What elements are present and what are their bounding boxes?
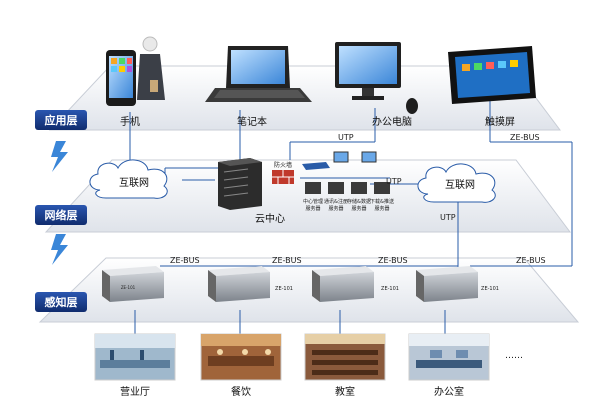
server-rack-icon xyxy=(218,158,262,210)
venue-dining xyxy=(200,333,282,381)
zebus-bottom-mid-label: ZE-BUS xyxy=(272,256,302,265)
cloud-icon xyxy=(89,159,168,199)
server-1-label-line2: 服务器 xyxy=(305,205,320,212)
venue-office-label: 办公室 xyxy=(434,385,464,398)
venue-classroom xyxy=(304,333,386,381)
server-4-label-line1: 下载&推送 xyxy=(370,198,394,205)
perception-layer-tag: 感知层 xyxy=(35,292,87,312)
desktop-device xyxy=(335,42,418,114)
server-2: 通讯&注册 服务器 xyxy=(324,182,348,212)
person-body-icon xyxy=(137,54,165,100)
venue-office xyxy=(408,333,490,381)
phone-label: 手机 xyxy=(120,115,140,128)
module-1: ZE-101 xyxy=(102,266,164,302)
server-rack xyxy=(218,158,262,210)
shopping-bag-icon xyxy=(150,80,158,92)
controller-module-icon xyxy=(312,266,374,276)
wireless-lightning-icon xyxy=(51,234,68,265)
venue-hall xyxy=(94,333,176,381)
controller-module-icon xyxy=(102,266,164,276)
tablet-device xyxy=(448,46,536,104)
network-layer-tag: 网络层 xyxy=(35,205,87,225)
internet-right-cloud: 互联网 xyxy=(417,163,496,203)
cloud-icon xyxy=(417,163,496,203)
cloud-center-label: 云中心 xyxy=(255,212,285,225)
server-3-label-line2: 服务器 xyxy=(351,205,366,212)
server-icon xyxy=(374,182,390,194)
module-1-label: ZE-101 xyxy=(121,285,136,290)
internet-left-label: 互联网 xyxy=(119,177,149,189)
zebus-bottom-left-label: ZE-BUS xyxy=(170,256,200,265)
module-2: ZE-101 xyxy=(208,266,293,302)
laptop-label: 笔记本 xyxy=(237,115,267,128)
server-2-label-line1: 通讯&注册 xyxy=(324,198,348,205)
server-3: 存储&数据 服务器 xyxy=(347,182,371,212)
internet-left-cloud: 互联网 xyxy=(89,159,168,199)
desktop-label: 办公电脑 xyxy=(372,115,412,128)
firewall-label: 防火墙 xyxy=(274,161,292,169)
zebus-bottom-mid2-label: ZE-BUS xyxy=(378,256,408,265)
server-icon xyxy=(351,182,367,194)
phone-device xyxy=(106,36,165,106)
mouse-icon xyxy=(406,98,418,114)
admin-monitors xyxy=(333,151,377,163)
controller-module-icon xyxy=(416,266,478,276)
venue-hall-label: 营业厅 xyxy=(120,385,150,398)
monitor-icon xyxy=(361,151,377,163)
utp-mid-label: UTP xyxy=(386,177,402,186)
server-4-label-line2: 服务器 xyxy=(374,205,389,212)
controller-module-icon xyxy=(208,266,270,276)
utp-right-label: UTP xyxy=(440,213,456,222)
laptop-device xyxy=(205,46,312,102)
tablet-label: 触摸屏 xyxy=(485,115,515,128)
venue-dining-label: 餐饮 xyxy=(231,385,251,398)
perception-layer-label: 感知层 xyxy=(45,295,78,309)
venue-classroom-label: 教室 xyxy=(335,385,355,398)
server-icon xyxy=(328,182,344,194)
server-1: 中心管理 服务器 xyxy=(303,182,323,212)
module-3-label: ZE-101 xyxy=(381,286,399,292)
module-3: ZE-101 xyxy=(312,266,399,302)
server-1-label-line1: 中心管理 xyxy=(303,198,323,205)
server-icon xyxy=(305,182,321,194)
module-4-label: ZE-101 xyxy=(481,286,499,292)
venue-more-ellipsis: …… xyxy=(505,351,523,361)
server-4: 下载&推送 服务器 xyxy=(370,182,394,212)
application-layer-label: 应用层 xyxy=(45,113,78,127)
wireless-lightning-icon xyxy=(51,141,68,172)
switch-icon xyxy=(302,162,330,170)
zebus-top-label: ZE-BUS xyxy=(510,133,540,142)
firewall: 防火墙 xyxy=(272,161,294,184)
module-4: ZE-101 xyxy=(416,266,499,302)
zebus-bottom-right-label: ZE-BUS xyxy=(516,256,546,265)
monitor-icon xyxy=(333,151,349,163)
application-layer-tag: 应用层 xyxy=(35,110,87,130)
server-3-label-line1: 存储&数据 xyxy=(347,198,371,205)
server-group: 中心管理 服务器 通讯&注册 服务器 存储&数据 服务器 下载&推送 服务器 xyxy=(303,182,394,212)
utp-top-label: UTP xyxy=(338,133,354,142)
person-head-icon xyxy=(142,36,158,52)
module-2-label: ZE-101 xyxy=(275,286,293,292)
server-2-label-line2: 服务器 xyxy=(328,205,343,212)
network-layer-label: 网络层 xyxy=(45,208,78,222)
internet-right-label: 互联网 xyxy=(445,179,475,191)
